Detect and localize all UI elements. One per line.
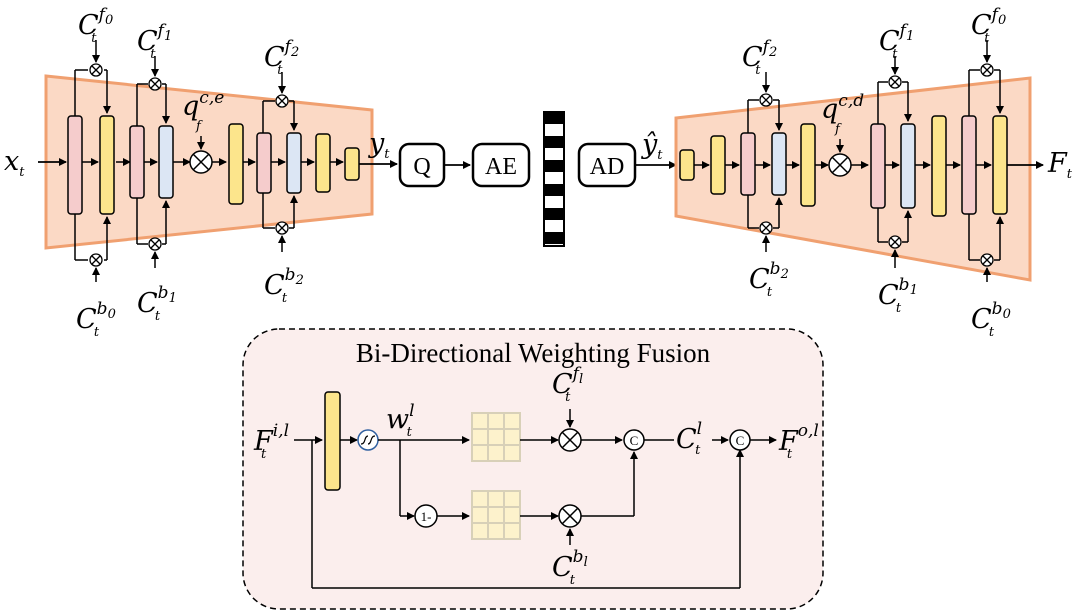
enc-pink-block — [67, 115, 83, 215]
dec-blue-block — [771, 132, 787, 196]
dec-yellow-block — [800, 123, 816, 207]
enc-pink-block — [256, 132, 272, 194]
encoder-output-label: yt — [368, 128, 390, 162]
enc-yellow-block — [315, 133, 331, 193]
arithmetic-encoder-box — [471, 142, 531, 188]
enc-blue-block — [286, 132, 302, 194]
enc-block-group-0 — [67, 40, 115, 282]
fusion-panel — [242, 328, 824, 610]
bitstream-icon — [543, 111, 565, 247]
sigmoid-icon — [357, 429, 379, 451]
svg-text:1-: 1- — [421, 509, 432, 524]
enc-pink-block — [129, 125, 145, 199]
dec-block-group-1 — [870, 56, 916, 268]
enc-blue-block — [158, 125, 174, 199]
fusion-yellow-block — [324, 391, 341, 491]
fusion-title: Bi-Directional Weighting Fusion — [356, 338, 711, 368]
dec-pink-block — [740, 132, 756, 196]
weight-grid-top — [471, 412, 521, 462]
svg-text:AE: AE — [485, 154, 517, 180]
encoder-input-label: xt — [4, 146, 25, 180]
svg-text:f: f — [834, 122, 842, 137]
enc-yellow-block — [344, 147, 360, 181]
svg-text:C: C — [736, 433, 745, 448]
encoder-q-label: qc,e — [182, 88, 224, 122]
dec-pink-block — [961, 115, 977, 215]
svg-text:f: f — [195, 119, 203, 134]
enc-block-group-2 — [243, 72, 302, 252]
dec-yellow-block — [710, 135, 726, 195]
decoder-input-label: ŷt — [641, 129, 663, 163]
decoder-output-label: Ft — [1047, 148, 1073, 182]
dec-yellow-block — [931, 115, 947, 217]
dec-block-group-2 — [740, 72, 787, 252]
svg-text:AD: AD — [590, 154, 625, 180]
dec-yellow-block — [679, 149, 695, 181]
svg-text:C: C — [630, 433, 639, 448]
enc-yellow-block — [99, 115, 115, 215]
dec-pink-block — [870, 123, 886, 209]
dec-block-group-0 — [961, 40, 1008, 282]
enc-yellow-block — [228, 123, 244, 205]
weight-grid-bottom — [471, 490, 521, 540]
dec-yellow-block — [992, 115, 1008, 215]
dec-blue-block — [900, 123, 916, 209]
svg-text:Q: Q — [413, 154, 430, 180]
decoder-q-label: qc,d — [821, 91, 864, 125]
